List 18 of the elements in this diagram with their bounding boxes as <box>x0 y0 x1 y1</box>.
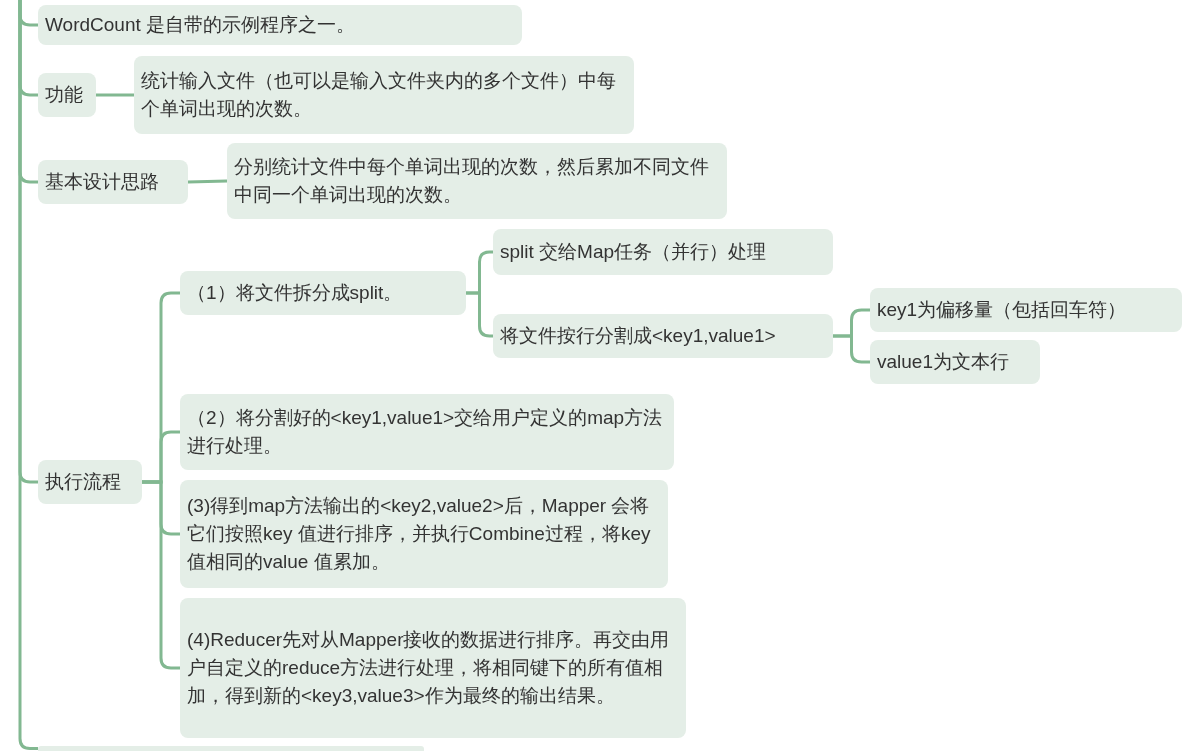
topic-box: 功能 <box>38 73 96 117</box>
topic-box: （2）将分割好的<key1,value1>交给用户定义的map方法进行处理。 <box>180 394 674 470</box>
topic-box: 统计输入文件（也可以是输入文件夹内的多个文件）中每个单词出现的次数。 <box>134 56 634 134</box>
connector-line <box>96 93 134 97</box>
topic-box: key1为偏移量（包括回车符） <box>870 288 1182 332</box>
topic-box: (4)Reducer先对从Mapper接收的数据进行排序。再交由用户自定义的reduce方法进行处理，将相同键下的所有值相加，得到新的<key3,value3>作为最终的输出结果。 <box>180 598 686 738</box>
connector-line <box>466 291 493 338</box>
topic-box: WordCount 是自带的示例程序之一。 <box>38 5 522 45</box>
topic-box: 基本设计思路 <box>38 160 188 204</box>
connector-line <box>187 179 228 184</box>
topic-box: （1）将文件拆分成split。 <box>180 271 466 315</box>
topic-box: (3)得到map方法输出的<key2,value2>后，Mapper 会将它们按照key 值进行排序，并执行Combine过程，将key 值相同的value 值累加。 <box>180 480 668 588</box>
topic-box <box>38 746 424 751</box>
topic-box: 执行流程 <box>38 460 142 504</box>
topic-box: 分别统计文件中每个单词出现的次数，然后累加不同文件中同一个单词出现的次数。 <box>227 143 727 219</box>
topic-box: value1为文本行 <box>870 340 1040 384</box>
topic-box: split 交给Map任务（并行）处理 <box>493 229 833 275</box>
topic-box: 将文件按行分割成<key1,value1> <box>493 314 833 358</box>
